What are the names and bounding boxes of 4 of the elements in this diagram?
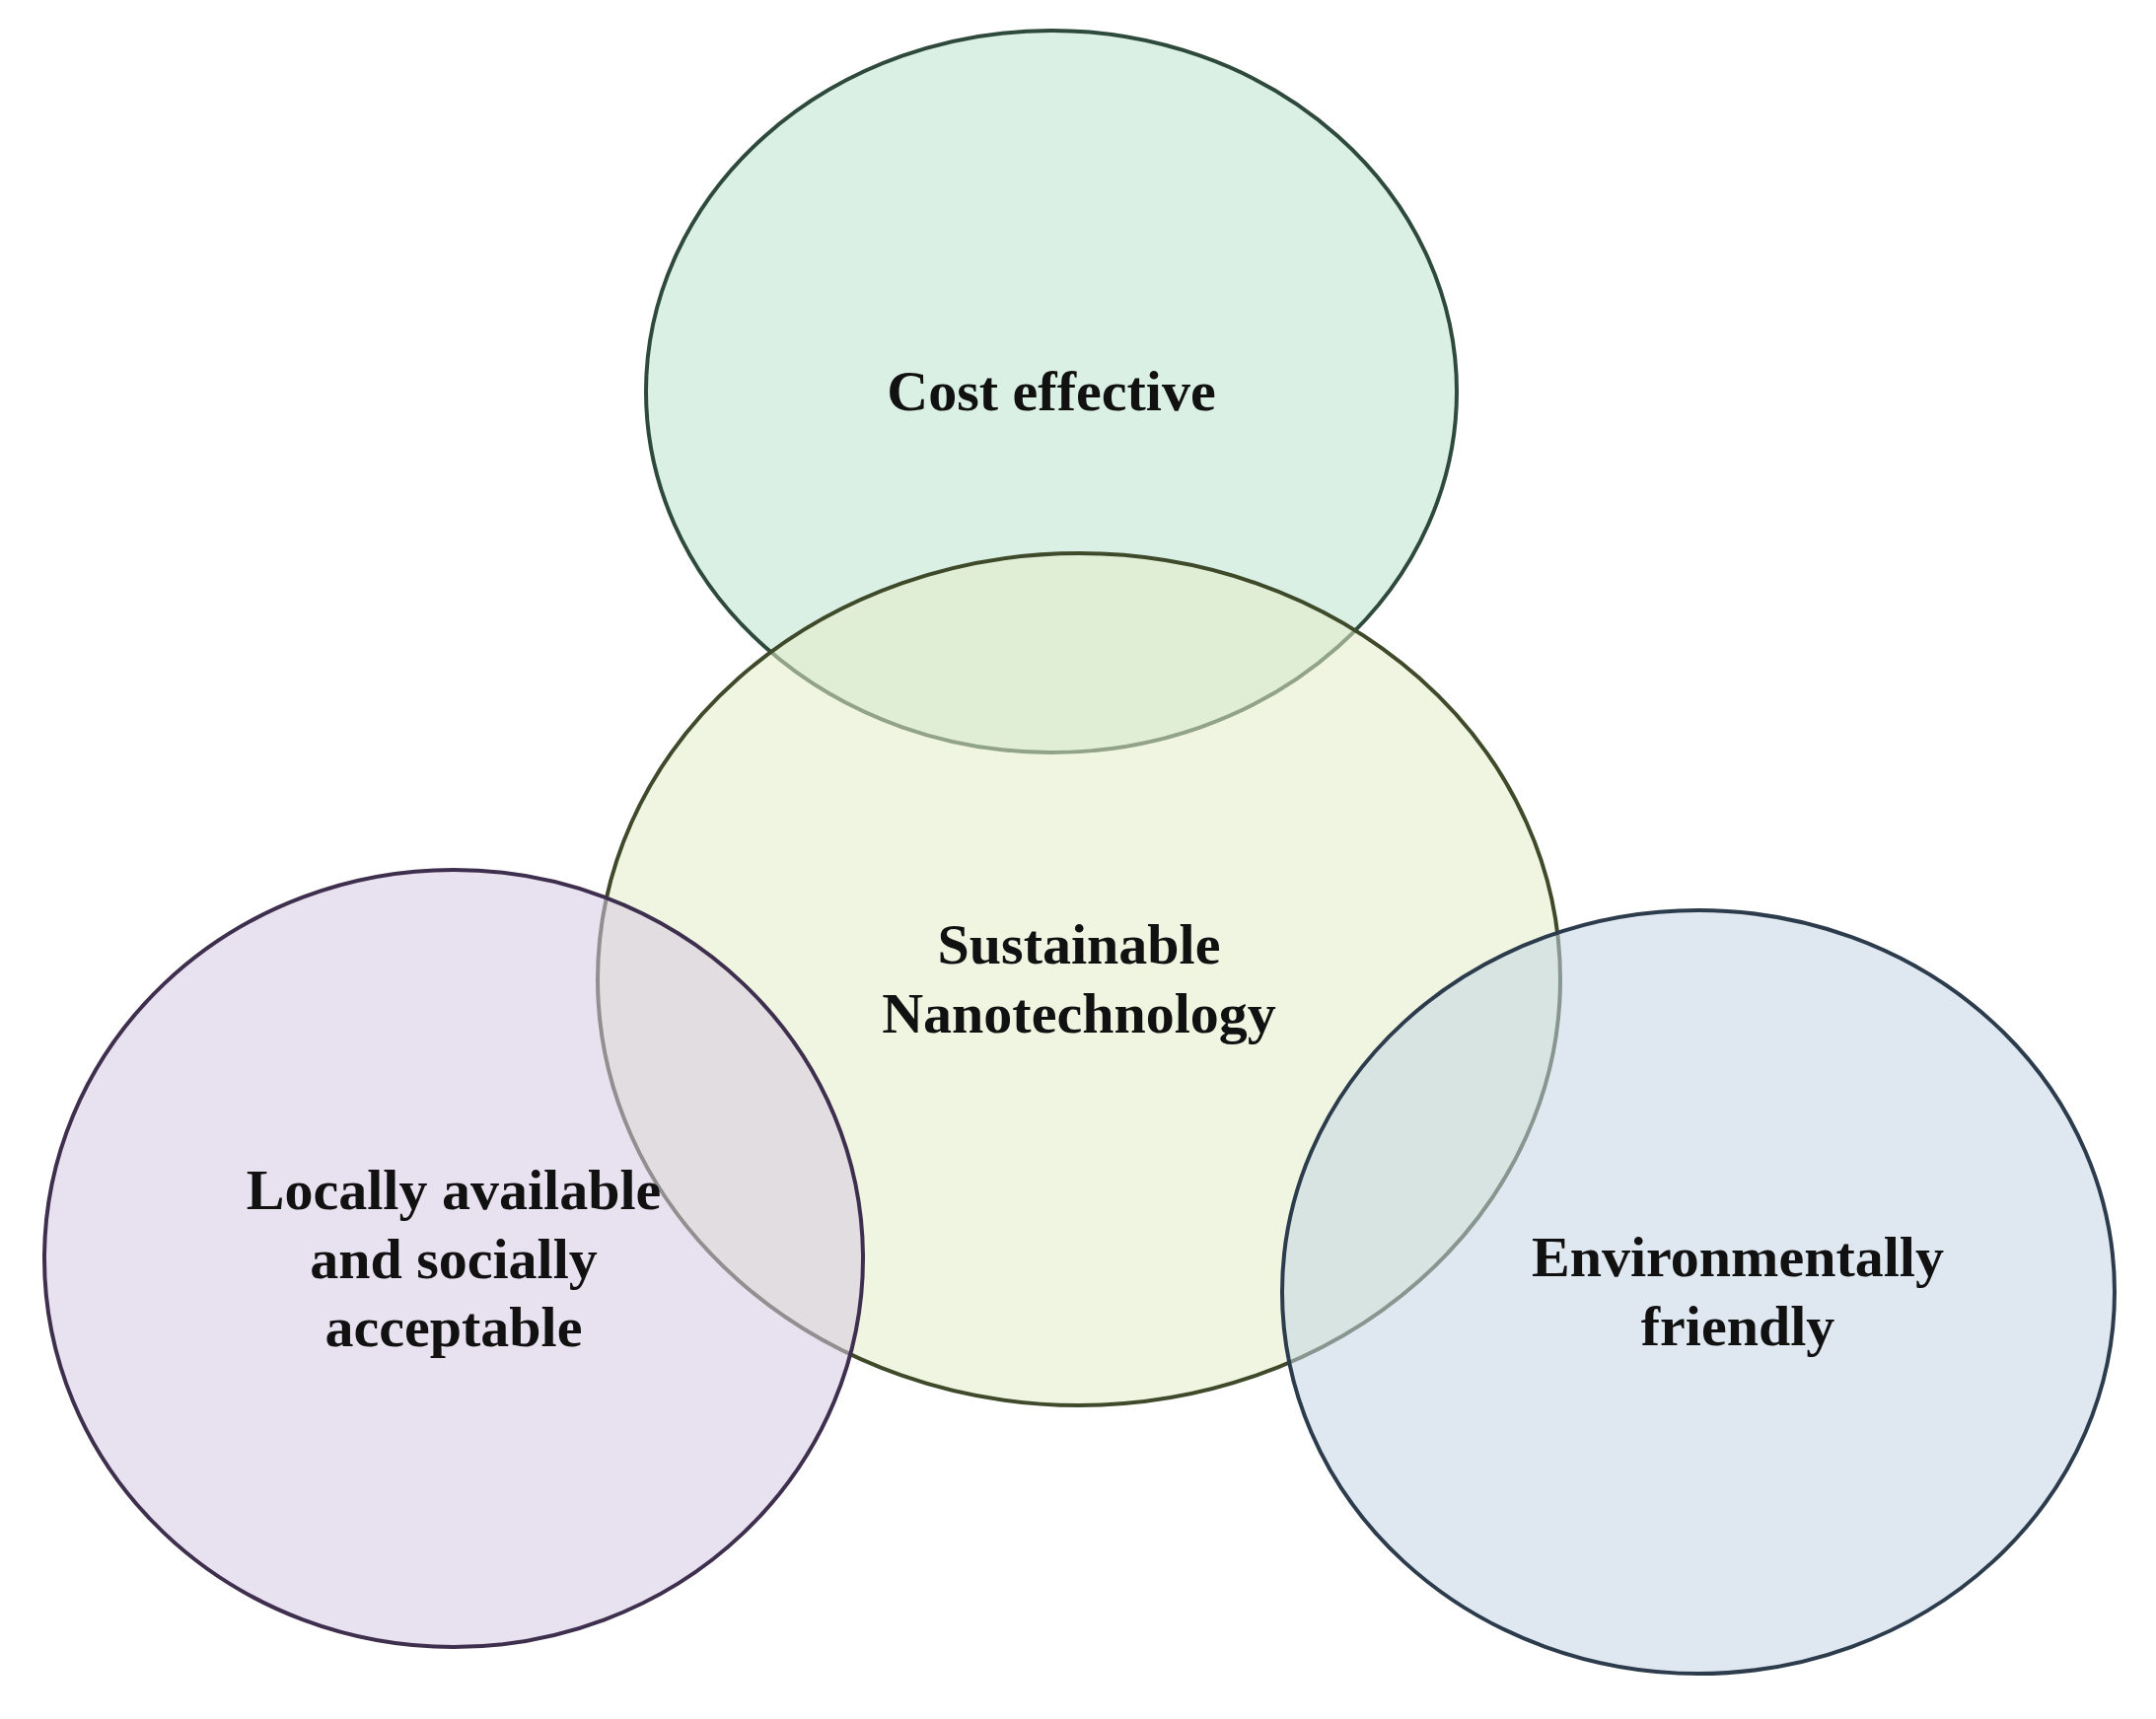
circle-label: Sustainable Nanotechnology — [881, 911, 1277, 1047]
circle-label: Cost effective — [886, 358, 1217, 426]
circle-label: Environmentally friendly — [1531, 1224, 1945, 1360]
circle-label: Locally available and socially acceptable — [245, 1156, 663, 1361]
